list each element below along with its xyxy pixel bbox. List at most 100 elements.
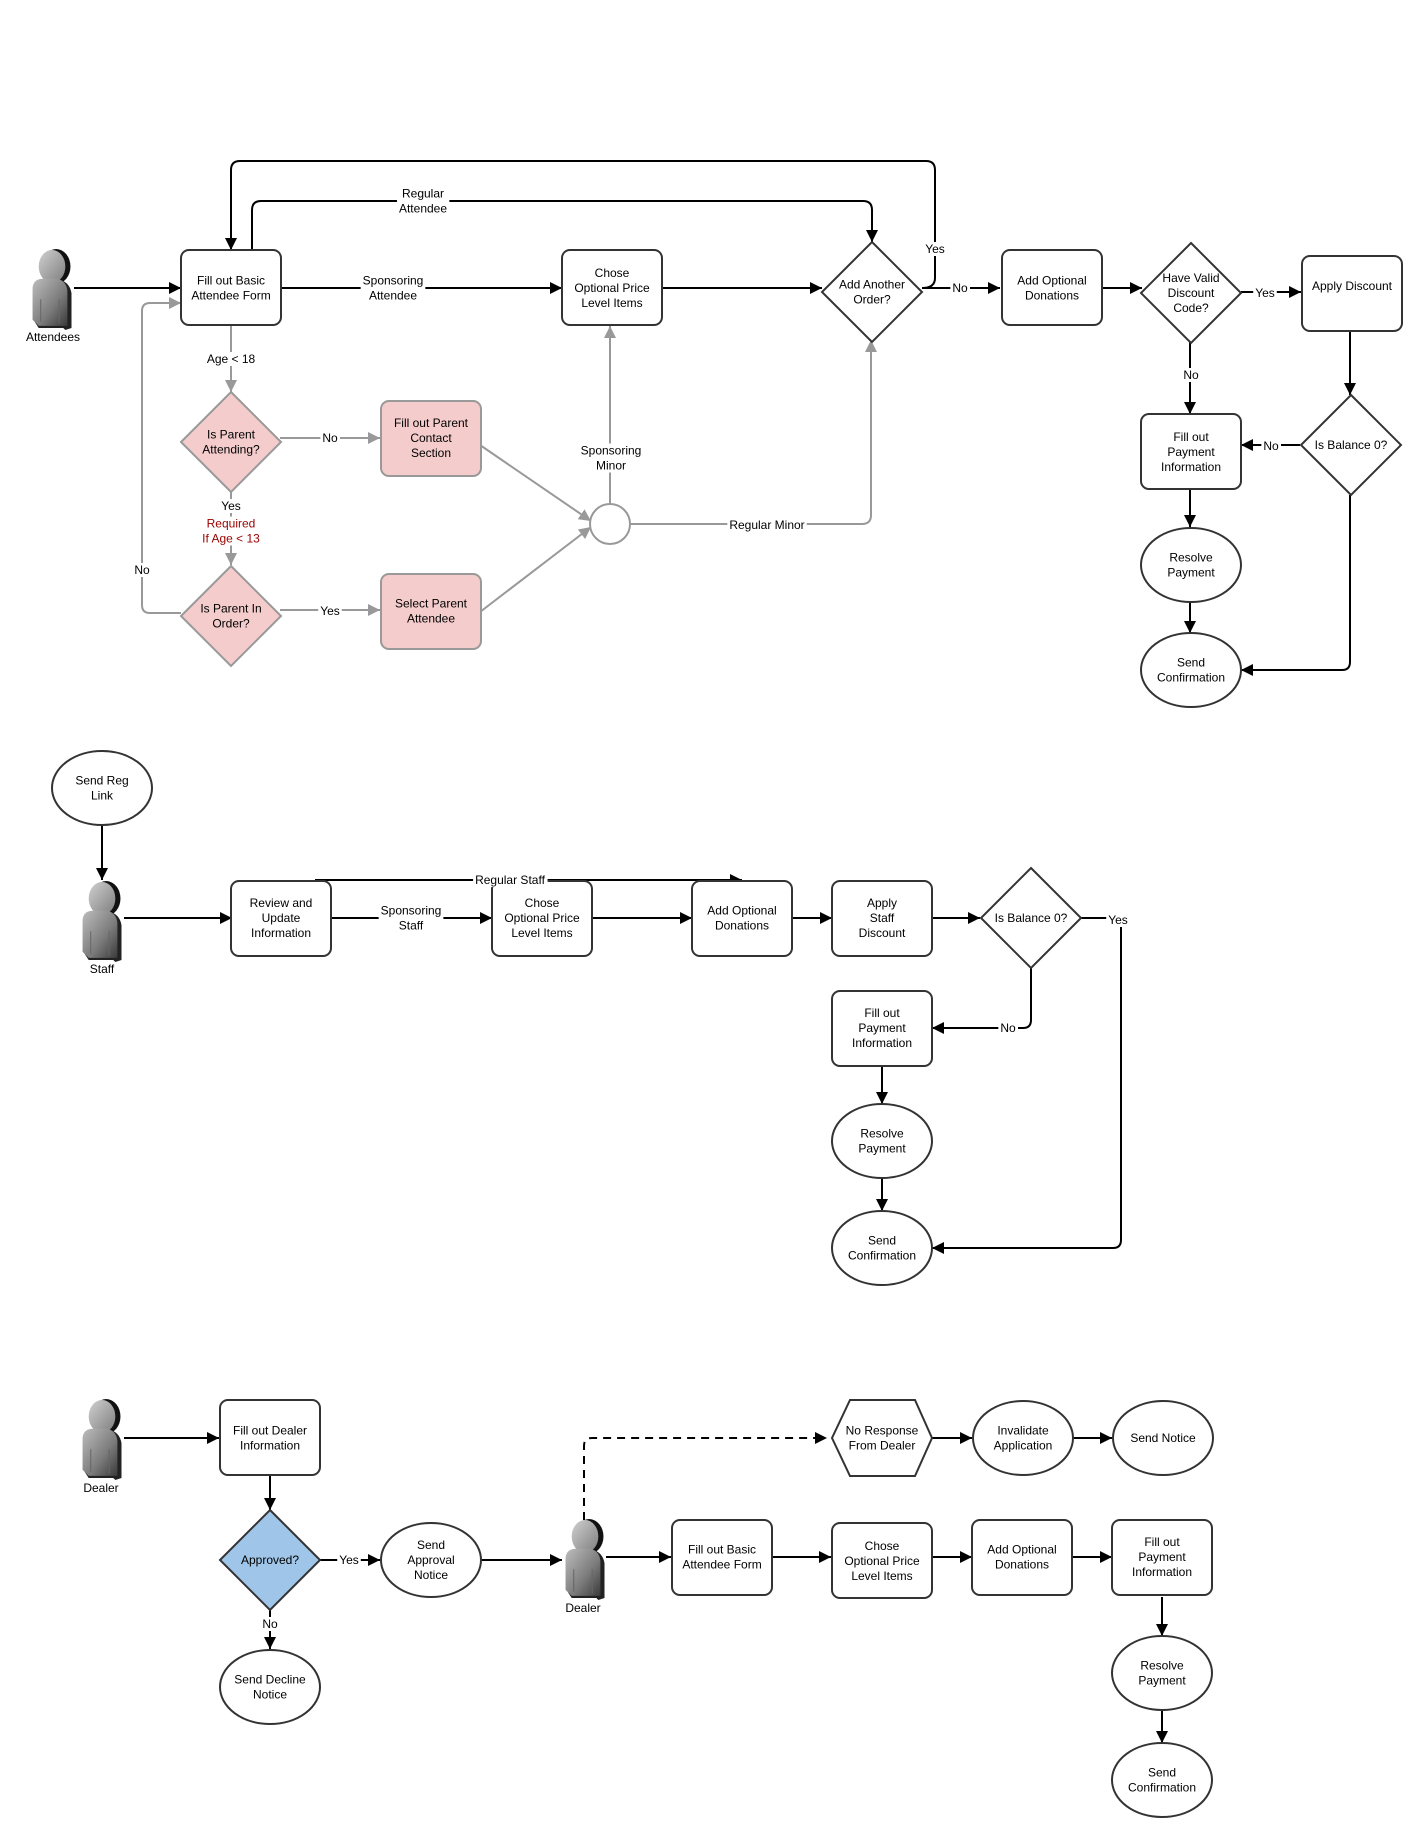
node-select-parent-attendee[interactable] <box>380 573 482 650</box>
label-background <box>219 499 243 513</box>
text-line: Donations <box>995 1558 1049 1572</box>
node-chose-optional-price[interactable] <box>831 1522 933 1599</box>
node-resolve-payment[interactable] <box>831 1103 933 1179</box>
node-is-parent-attending[interactable] <box>179 390 283 494</box>
text-line: Contact <box>410 431 452 445</box>
node-fill-payment-info[interactable] <box>1140 413 1242 490</box>
text-line: Chose <box>865 1539 900 1553</box>
text-line: If Age < 13 <box>202 532 260 546</box>
node-chose-optional-price[interactable] <box>561 249 663 326</box>
node-no-response-from-dealer[interactable] <box>830 1399 934 1477</box>
node-apply-discount[interactable] <box>1301 255 1403 332</box>
node-resolve-payment[interactable] <box>1111 1635 1213 1711</box>
text-line: Optional Price <box>504 911 580 925</box>
label-regular-staff: Regular Staff <box>475 873 545 887</box>
label-background <box>950 281 970 295</box>
node-add-another-order[interactable] <box>820 240 924 344</box>
text-line: Optional Price <box>574 281 650 295</box>
node-resolve-payment[interactable] <box>1140 527 1242 603</box>
node-balance-zero-text: Is Balance 0? <box>1315 438 1388 452</box>
text-line: Add Optional <box>707 904 776 918</box>
staff-edges <box>96 826 1122 1254</box>
label-parent-in-order-yes: Yes <box>320 604 340 618</box>
node-fill-parent-contact[interactable] <box>380 400 482 477</box>
node-is-parent-in-order[interactable] <box>179 564 283 668</box>
node-is-balance-zero[interactable] <box>1299 393 1403 497</box>
node-is-balance-zero[interactable] <box>979 866 1083 970</box>
text-line: Sponsoring <box>581 444 642 458</box>
node-valid-discount-code[interactable] <box>1139 241 1243 345</box>
text-line: Resolve <box>860 1127 904 1141</box>
edge-dealer-no-response <box>583 1432 827 1520</box>
label-background <box>318 604 342 618</box>
node-send-reg-link[interactable] <box>51 750 153 826</box>
node-send-confirmation[interactable] <box>1111 1742 1213 1818</box>
node-approved[interactable] <box>218 1508 322 1612</box>
node-review-update-info[interactable] <box>230 880 332 957</box>
label-regular-minor: Regular Minor <box>729 518 804 532</box>
text-line: Fill out <box>1144 1535 1180 1549</box>
node-send-decline-notice[interactable] <box>219 1649 321 1725</box>
node-send-notice[interactable] <box>1112 1400 1214 1476</box>
text-line: Confirmation <box>848 1249 916 1263</box>
edge-yes-loop <box>225 160 936 289</box>
label-background <box>396 186 450 216</box>
node-apply-staff-discount[interactable] <box>831 880 933 957</box>
node-minor-merge[interactable] <box>589 503 631 545</box>
text-line: Approved? <box>241 1553 299 1567</box>
text-line: Attendee <box>407 612 455 626</box>
node-add-optional-donations[interactable] <box>971 1519 1073 1596</box>
node-add-optional-donations[interactable] <box>691 880 793 957</box>
label-background <box>320 431 340 445</box>
text-line: Required <box>207 517 256 531</box>
label-background <box>260 1617 280 1631</box>
node-send-confirmation[interactable] <box>831 1210 933 1286</box>
node-fill-basic-attendee-form[interactable] <box>671 1519 773 1596</box>
label-discount-no: No <box>1183 368 1199 382</box>
text-line: Minor <box>596 459 626 473</box>
node-fill-basic-attendee-form[interactable] <box>180 249 282 326</box>
node-send-approval-notice[interactable] <box>380 1522 482 1598</box>
text-line: Discount <box>1168 286 1215 300</box>
text-line: Fill out Basic <box>688 1543 756 1557</box>
node-add-optional-donations[interactable] <box>1001 249 1103 326</box>
text-line: Information <box>251 926 311 940</box>
text-line: Attending? <box>202 443 260 457</box>
text-line: Is Parent <box>207 428 256 442</box>
text-line: Payment <box>858 1142 906 1156</box>
label-background <box>1106 913 1130 927</box>
node-invalidate-application[interactable] <box>972 1400 1074 1476</box>
text-line: Apply Discount <box>1312 279 1393 293</box>
attendees-actor-icon <box>32 248 73 330</box>
node-fill-dealer-info[interactable] <box>219 1399 321 1476</box>
edge-balance-yes <box>1241 495 1351 676</box>
text-line: Staff <box>870 911 895 925</box>
node-fill-payment-info[interactable] <box>831 990 933 1067</box>
label-balance-no: No <box>1263 439 1279 453</box>
label-background <box>132 563 152 577</box>
node-fill-payment-info[interactable] <box>1111 1519 1213 1596</box>
text-line: Optional Price <box>844 1554 920 1568</box>
text-line: Information <box>1132 1565 1192 1579</box>
text-line: Select Parent <box>395 597 468 611</box>
text-line: Notice <box>414 1568 448 1582</box>
text-line: Send <box>868 1234 896 1248</box>
text-line: Update <box>262 911 301 925</box>
node-send-confirmation[interactable] <box>1140 632 1242 708</box>
text-line: Payment <box>1167 445 1215 459</box>
